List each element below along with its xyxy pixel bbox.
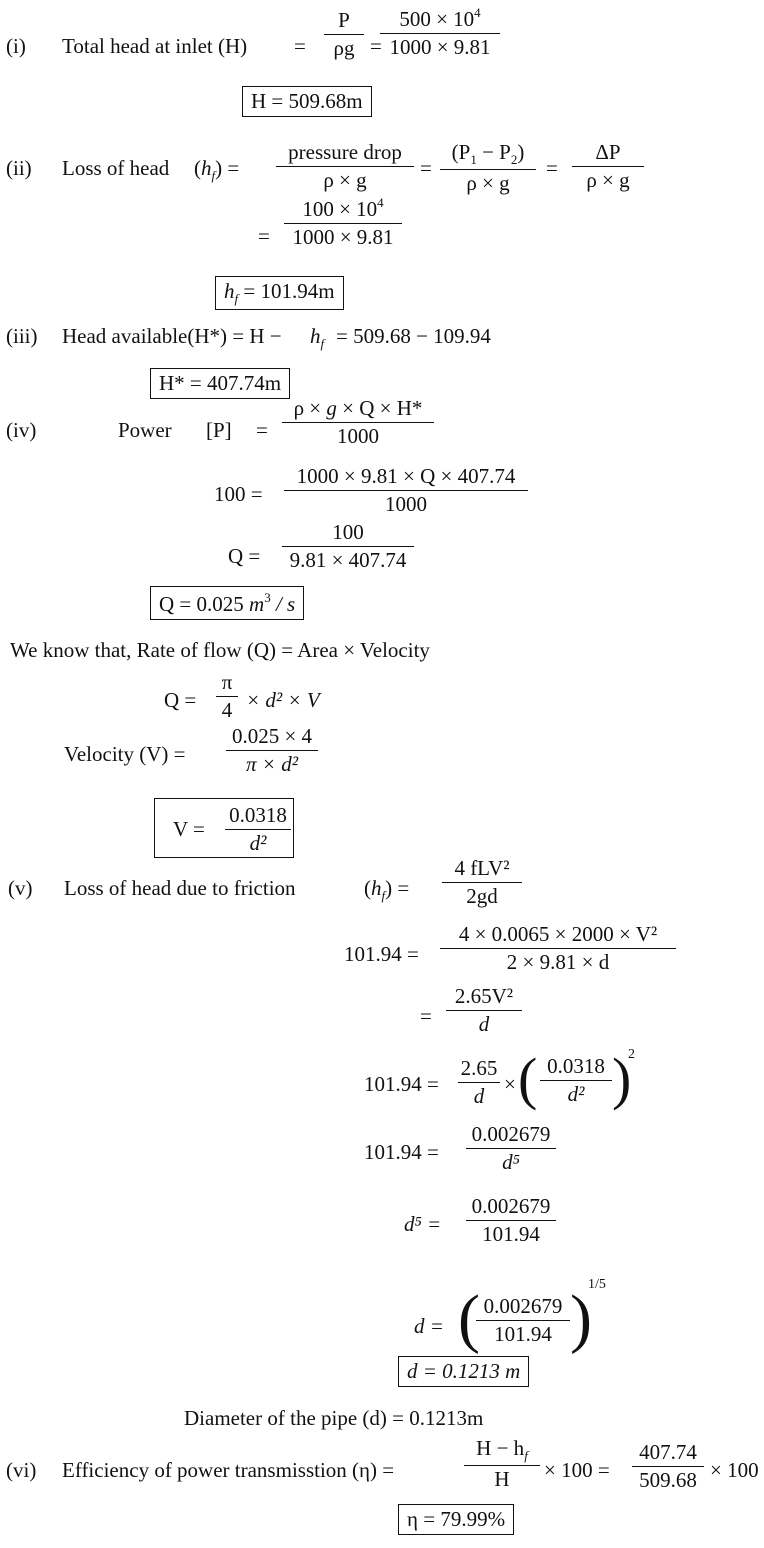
result-box-q: Q = 0.025 m3 / s	[150, 586, 305, 620]
equals: =	[256, 418, 268, 442]
hf-lhs: 101.94 =	[344, 942, 419, 966]
step-i-label: Total head at inlet (H)	[62, 34, 248, 58]
q-lhs: Q =	[164, 688, 197, 712]
step-ii-label: Loss of head	[62, 156, 170, 180]
hf-symbol: (hf) =	[364, 876, 410, 903]
paren-open: (	[518, 1046, 538, 1111]
step-vi-label: Efficiency of power transmisstion (η) =	[62, 1458, 395, 1482]
flow-intro: We know that, Rate of flow (Q) = Area × …	[10, 638, 430, 662]
hf-symbol: (hf) =	[194, 156, 240, 183]
equals: =	[420, 1004, 432, 1028]
times-100: × 100	[710, 1458, 759, 1482]
q-lhs: Q =	[228, 544, 261, 568]
exponent: 1/5	[588, 1277, 606, 1292]
step-iv-number: (iv)	[6, 418, 37, 442]
d5-lhs: d⁵ =	[404, 1212, 442, 1236]
fraction-p1-p2: (P1 − P2)ρ × g	[440, 142, 536, 194]
result-box-eta: η = 79.99%	[398, 1504, 515, 1535]
hf-symbol: hf	[310, 324, 325, 351]
power-label: Power	[118, 418, 172, 442]
step-i-number: (i)	[6, 34, 26, 58]
hf-lhs: 101.94 =	[364, 1072, 439, 1096]
step-iii-number: (iii)	[6, 324, 38, 348]
diameter-statement: Diameter of the pipe (d) = 0.1213m	[184, 1406, 484, 1430]
equals: =	[258, 224, 270, 248]
step-iii-rhs: = 509.68 − 109.94	[336, 324, 491, 348]
times: ×	[504, 1072, 516, 1096]
fraction-power: ρ × g × Q × H*1000	[282, 398, 434, 447]
step-iii-label: Head available(H*) = H −	[62, 324, 282, 348]
d-lhs: d =	[414, 1314, 444, 1338]
hf-lhs: 101.94 =	[364, 1140, 439, 1164]
times-100: × 100 =	[544, 1458, 610, 1482]
paren-close: )	[570, 1282, 592, 1355]
power-lhs: 100 =	[214, 482, 263, 506]
velocity-label: Velocity (V) =	[64, 742, 186, 766]
equals: =	[294, 34, 306, 58]
area-velocity-tail: × d² × V	[246, 688, 320, 712]
result-box-d: d = 0.1213 m	[398, 1356, 530, 1387]
result-box-hf: hf = 101.94m	[215, 276, 344, 310]
equals: =	[546, 156, 558, 180]
power-symbol: [P]	[206, 418, 232, 442]
step-v-number: (v)	[8, 876, 33, 900]
step-vi-number: (vi)	[6, 1458, 37, 1482]
exponent: 2	[628, 1047, 635, 1062]
result-box-h: H = 509.68m	[242, 86, 372, 117]
paren-close: )	[612, 1046, 632, 1111]
result-box-h-star: H* = 407.74m	[150, 368, 291, 399]
paren-open: (	[458, 1282, 480, 1355]
step-ii-number: (ii)	[6, 156, 32, 180]
equals: =	[370, 34, 382, 58]
equals: =	[420, 156, 432, 180]
step-v-label: Loss of head due to friction	[64, 876, 296, 900]
